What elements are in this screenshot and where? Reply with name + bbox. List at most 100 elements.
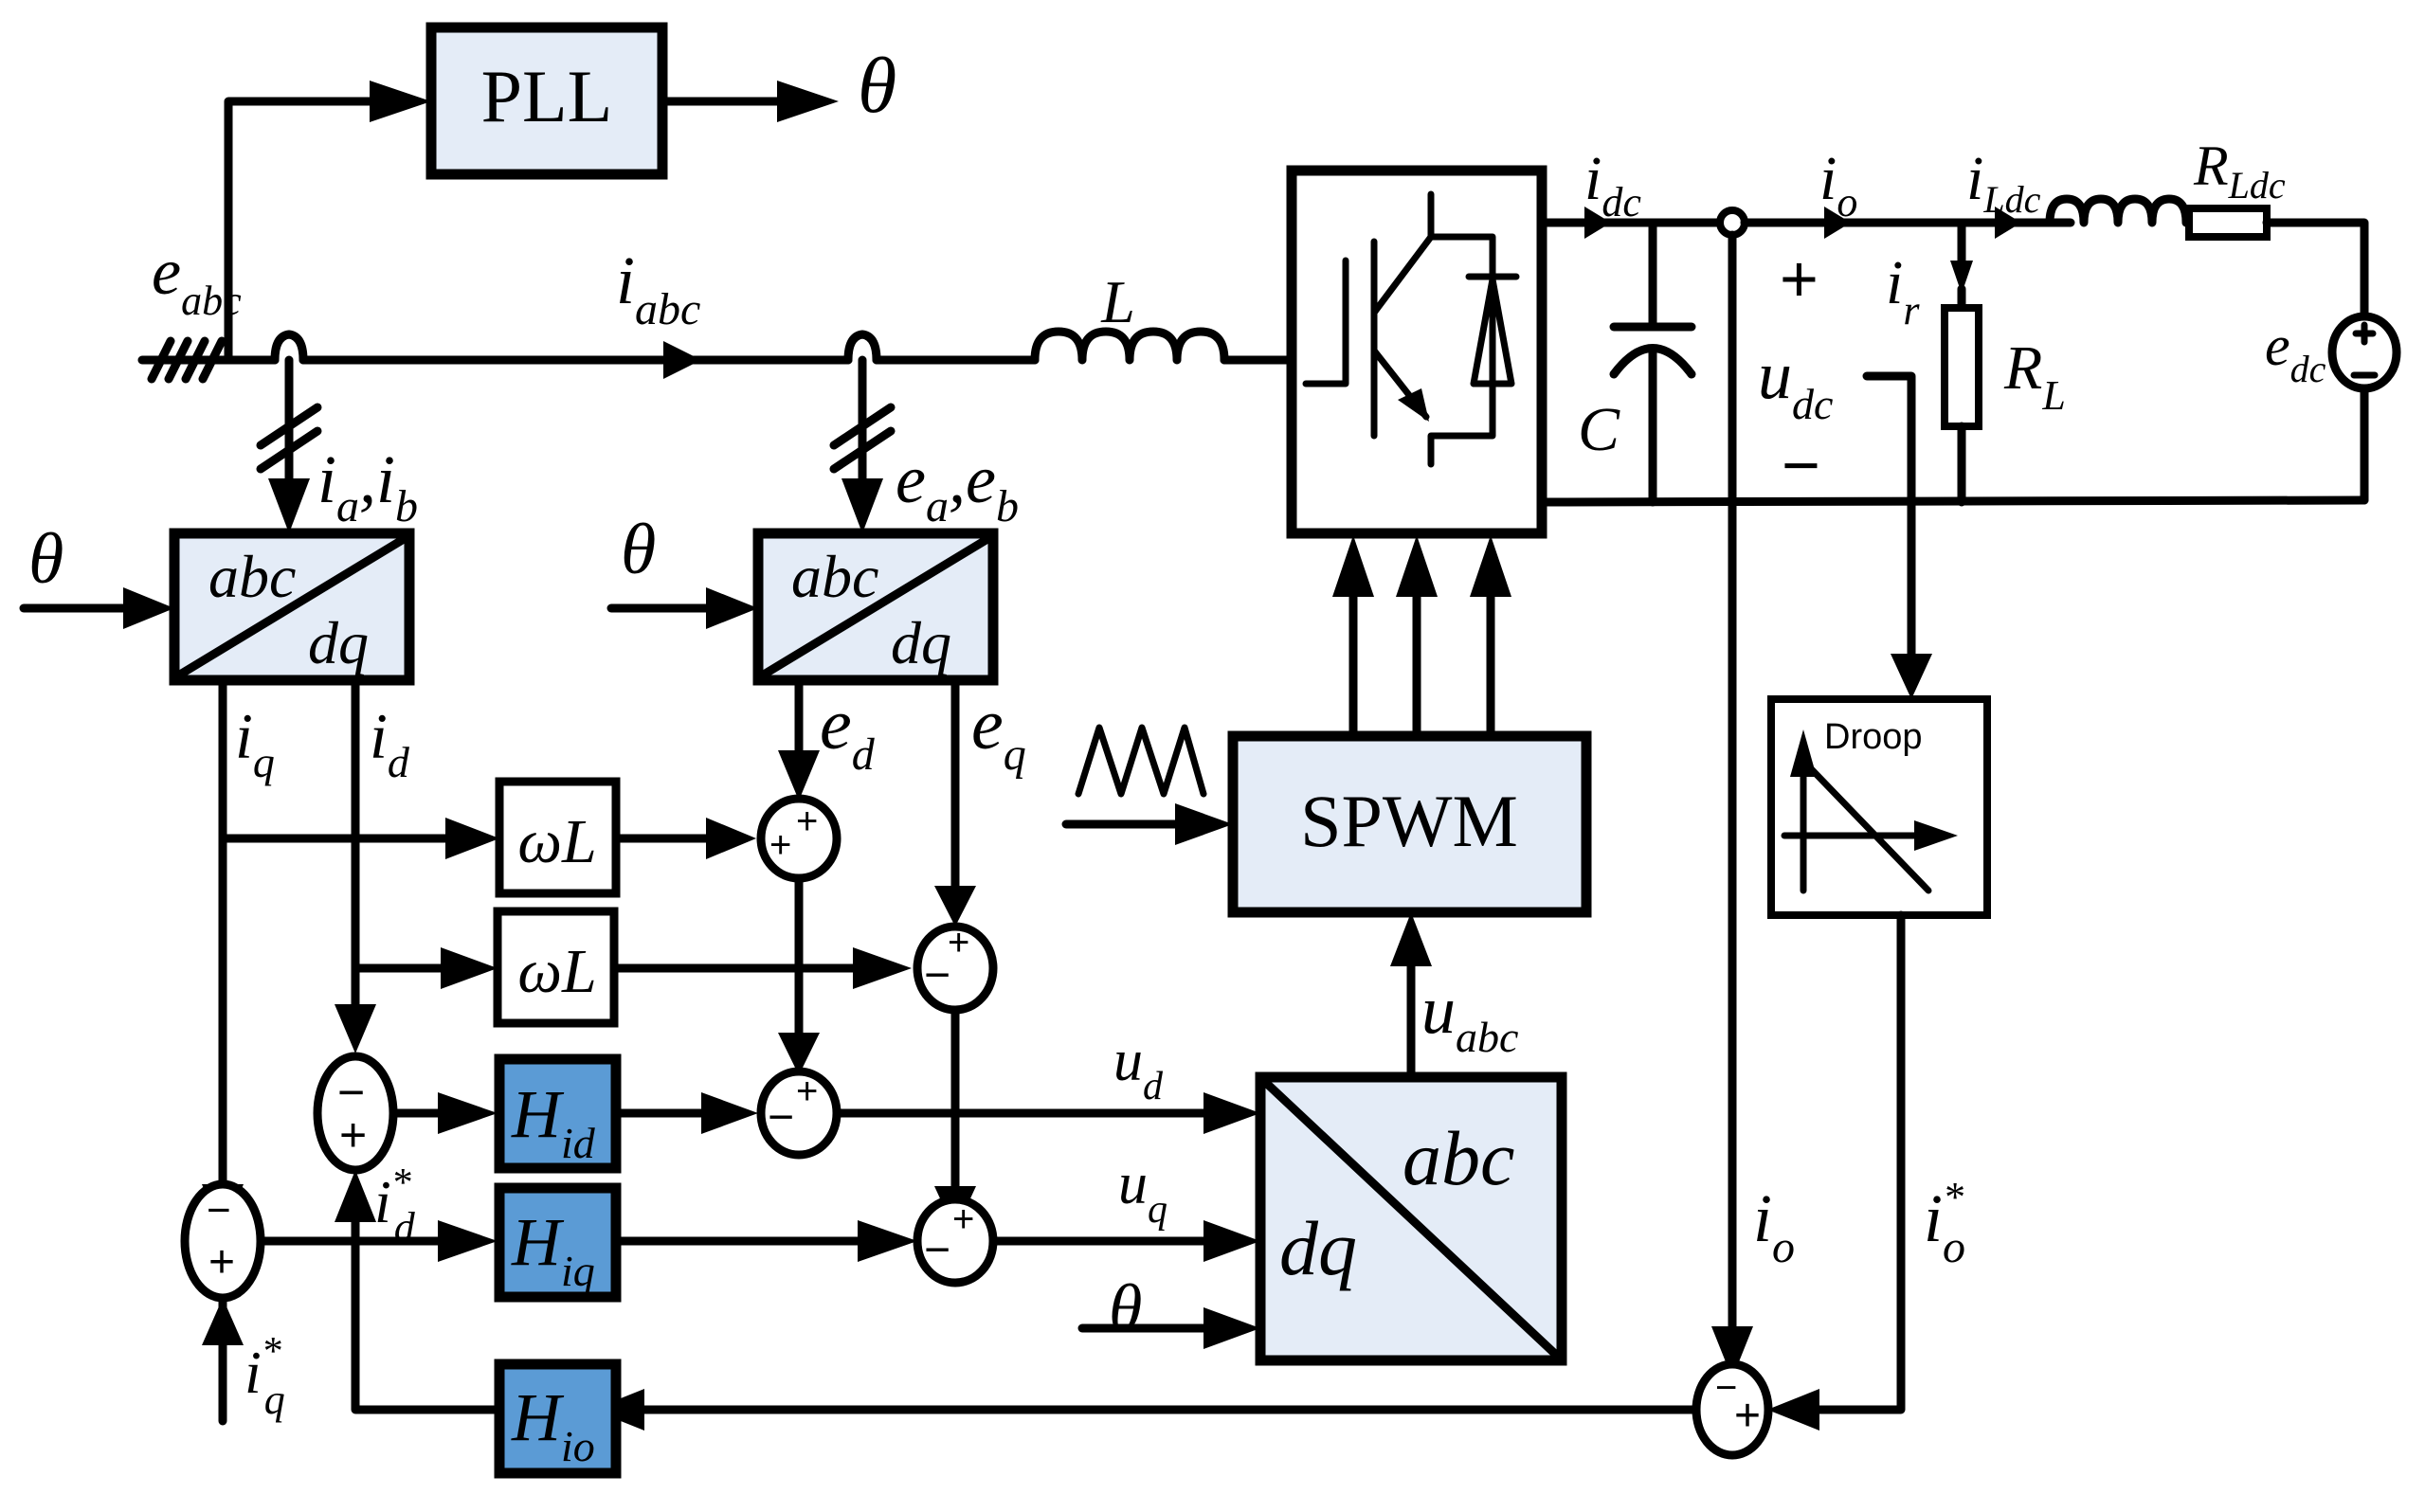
arrowhead (701, 1092, 758, 1134)
arrowhead (706, 818, 756, 859)
current-transform: ia,ib θ abc dq (19, 355, 418, 686)
i-o-arrow (1824, 207, 1851, 239)
droop-label: Droop (1824, 717, 1923, 757)
sign: + (948, 922, 969, 963)
theta-input-label-3: θ (1109, 1270, 1142, 1346)
sign: − (1715, 1367, 1737, 1409)
i-r-label: ir (1886, 248, 1920, 333)
i-o-ref-wire (1815, 910, 1906, 1414)
id-label: id (370, 700, 410, 786)
e-dc-label: edc (2265, 315, 2326, 390)
iq-label: iq (235, 700, 275, 786)
spwm-block[interactable] (1227, 730, 1592, 918)
droop-block[interactable] (1767, 695, 1991, 919)
arrowhead (335, 1004, 376, 1053)
plus-sign: + (1780, 242, 1819, 315)
i-abc-direction-arrow (663, 341, 701, 379)
carrier-triangle-wave-icon (1075, 724, 1207, 798)
droop-section: Droop i*o (1767, 695, 1991, 1431)
arrowhead (1203, 1092, 1260, 1134)
arrowhead (1396, 535, 1438, 597)
wire (2262, 218, 2369, 322)
diagonal (759, 534, 992, 679)
summing-junction-io: − + (583, 1359, 1773, 1460)
arrowhead (1203, 1220, 1260, 1262)
two-phase-marker (256, 403, 322, 450)
two-phase-marker (829, 403, 896, 450)
eq-label: eq (971, 685, 1026, 780)
arrowhead (445, 818, 499, 859)
dq-label: dq (308, 609, 369, 676)
arrowhead (1203, 1307, 1260, 1349)
inductor-L-label: L (1100, 268, 1135, 335)
theta-pll-output-label: θ (858, 42, 896, 130)
arrowhead (438, 1220, 498, 1262)
inductor-L-icon (1030, 327, 1229, 365)
droop-curve-icon (1797, 754, 1932, 894)
arrowhead (441, 947, 498, 989)
diagonal (1261, 1078, 1561, 1359)
converter (1286, 165, 1547, 741)
two-phase-marker (829, 426, 896, 474)
ed-label: ed (820, 685, 876, 780)
i-Ldc-arrow (1995, 207, 2021, 239)
arrowhead (842, 478, 883, 533)
theta-input-label-2: θ (621, 510, 656, 589)
R-L-label: RL (2003, 333, 2066, 419)
arrowhead (858, 1220, 917, 1262)
sign: + (339, 1108, 367, 1161)
capacitor-C-label: C (1578, 395, 1620, 464)
sign: − (337, 1066, 365, 1119)
arrowhead (853, 947, 912, 989)
gate-signal-wires (1332, 535, 1511, 741)
u-dc-measurement-wire (1862, 371, 1916, 658)
ia-ib-label: ia,ib (317, 441, 418, 531)
spwm-label: SPWM (1300, 780, 1518, 862)
uq-label: uq (1118, 1152, 1167, 1232)
sign: + (208, 1237, 235, 1287)
sign: − (924, 950, 950, 1000)
iq-ref-label: i*q (244, 1330, 285, 1423)
arrowhead (335, 1170, 376, 1222)
R-Ldc-label: RLdc (2193, 135, 2286, 207)
sign: + (796, 1071, 818, 1112)
arrowhead (777, 81, 839, 122)
abc-label: abc (1403, 1115, 1514, 1201)
u-dc-label: udc (1758, 337, 1833, 428)
omega-L-label: ωL (517, 807, 596, 876)
resistor-RLdc-icon (2185, 205, 2271, 241)
inductor-Ldc-icon (2045, 194, 2191, 227)
minus-sign: − (1782, 428, 1820, 502)
voltage-transform: ea,eb θ abc dq (606, 355, 1019, 686)
arrowhead (1914, 820, 1958, 851)
arrowhead (934, 886, 976, 927)
modulation-section: θ abc dq uabc SPWM (1061, 724, 1592, 1366)
H-io-controller-block[interactable] (494, 1359, 622, 1479)
converter-block[interactable] (1286, 165, 1547, 539)
i-o-feedback-label: io (1753, 1180, 1795, 1272)
i-r-arrow (1950, 261, 1973, 294)
i-Ldc-label: iLdc (1966, 144, 2041, 221)
sign: + (769, 824, 791, 866)
omega-L-block-1[interactable] (495, 777, 621, 898)
pll-input-wire (224, 97, 374, 365)
ud-label: ud (1113, 1029, 1164, 1108)
omega-L-label: ωL (517, 937, 596, 1006)
i-abc-label: iabc (616, 243, 700, 334)
dc-side-circuit: idc io iLdc C + − udc ir RL RLdc (1537, 135, 2401, 1378)
ea-eb-label: ea,eb (896, 441, 1019, 531)
arrowhead (268, 478, 310, 533)
i-o-ref-label: i*o (1924, 1174, 1965, 1272)
i-dc-label: idc (1584, 144, 1641, 225)
abc-label: abc (208, 543, 296, 610)
H-io-output-wire (351, 1217, 504, 1414)
resistor-RL-icon (1941, 304, 1982, 430)
pll-path: PLL θ (224, 22, 896, 365)
arrowhead (706, 587, 758, 629)
sign: + (796, 801, 818, 842)
diagonal (175, 534, 408, 679)
pll-block[interactable] (425, 22, 668, 180)
igbt-diode-icon (1302, 190, 1520, 468)
u-abc-label: uabc (1421, 972, 1518, 1061)
